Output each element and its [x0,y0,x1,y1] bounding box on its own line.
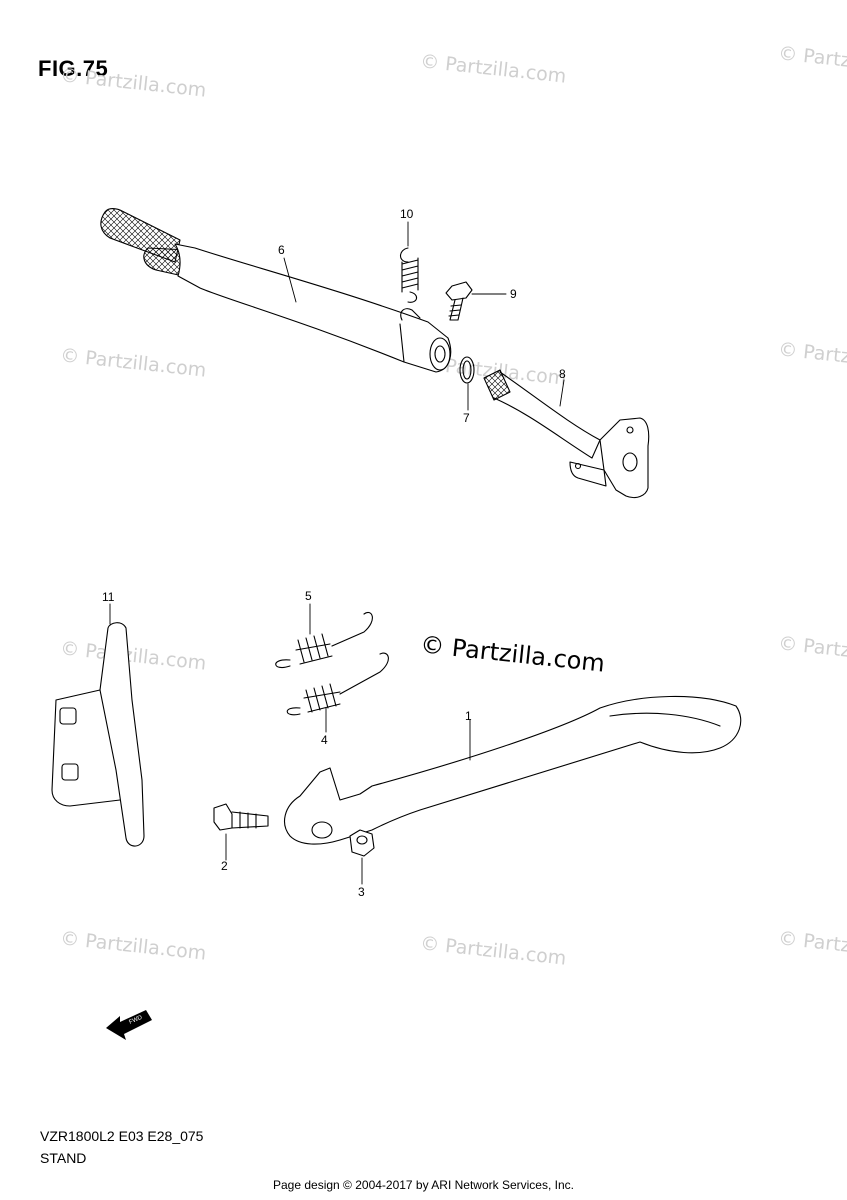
model-code: VZR1800L2 E03 E28_075 [40,1128,204,1144]
callout-3: 3 [358,885,365,899]
part-2-bolt[interactable] [213,803,269,831]
callout-10: 10 [400,207,414,221]
part-1-side-stand[interactable] [284,695,742,845]
leader-lines [109,221,565,885]
part-7-washer[interactable] [459,356,475,384]
callout-6: 6 [278,243,285,257]
figure-title: FIG.75 [38,56,109,81]
part-9-bolt[interactable] [445,281,473,321]
part-5-spring[interactable] [275,612,373,668]
callout-1: 1 [465,709,472,723]
part-11-bracket[interactable] [51,622,145,847]
fwd-arrow-icon: FWD [106,1010,152,1040]
fwd-arrow-label: FWD [128,1015,144,1026]
part-8-shaft-bracket[interactable] [483,369,650,499]
callout-4: 4 [321,733,328,747]
part-10-spring[interactable] [399,247,419,303]
callout-5: 5 [305,589,312,603]
callout-11: 11 [102,590,115,604]
callout-8: 8 [559,367,566,381]
callout-9: 9 [510,287,517,301]
footer-copyright: Page design © 2004-2017 by ARI Network S… [272,1178,574,1192]
part-6-lever[interactable] [100,208,452,373]
callout-7: 7 [463,411,470,425]
callout-labels: 1 2 3 4 5 6 7 8 9 10 11 [102,207,566,899]
part-3-nut[interactable] [349,829,375,857]
part-4-spring[interactable] [286,652,389,716]
callout-2: 2 [221,859,228,873]
section-name: STAND [40,1150,87,1166]
